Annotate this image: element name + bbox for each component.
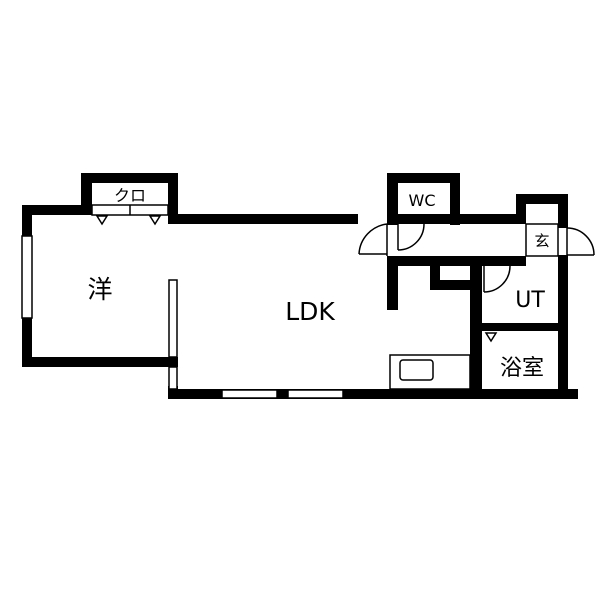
wall-wc-left <box>387 173 398 225</box>
bath-door-triangle <box>484 332 498 343</box>
window-ldk-bottom-2 <box>287 389 344 399</box>
wall-closet-top <box>81 173 178 183</box>
door-ldk-swing <box>358 223 388 255</box>
door-entrance-swing <box>566 227 595 256</box>
room-label-bathroom: 浴室 <box>500 356 544 381</box>
doors <box>358 223 595 293</box>
closet-door-right <box>148 215 162 226</box>
entrance-step <box>525 223 559 257</box>
wall-wc-top <box>387 173 460 183</box>
closet-doors <box>95 205 162 226</box>
wall-closet-right <box>168 173 178 223</box>
window-ldk-bottom-1 <box>221 389 278 399</box>
wall-western-bottom <box>22 357 178 367</box>
window-ldk-left <box>168 366 178 390</box>
room-label-entrance: 玄 <box>534 232 549 250</box>
wall-ldk-bottom <box>168 389 578 399</box>
room-label-ldk: LDK <box>285 297 335 326</box>
wall-corridor-top <box>398 214 516 224</box>
wall-entrance-left <box>516 194 526 224</box>
room-label-utility: UT <box>515 288 545 313</box>
wall-western-top <box>22 205 92 215</box>
door-wc-swing <box>397 223 425 251</box>
wall-ut-bath-divider <box>482 323 558 331</box>
wall-closet-left <box>81 173 92 215</box>
room-label-closet: クロ <box>114 186 146 205</box>
wall-kitchen-horizontal <box>430 280 480 290</box>
wall-ldk-top <box>168 214 358 224</box>
room-label-toilet: WC <box>409 191 436 210</box>
wall-ldk-divider <box>387 256 398 310</box>
bath-door <box>484 332 498 343</box>
kitchen-sink <box>399 359 434 381</box>
kitchen-counter <box>389 354 471 390</box>
wall-entrance-top <box>516 194 568 204</box>
window-western-left <box>21 235 33 319</box>
wall-corridor-bottom <box>398 256 526 266</box>
door-ut-swing <box>483 265 511 293</box>
window-western-right <box>168 279 178 358</box>
wall-right-lower <box>558 255 568 399</box>
walls <box>22 173 578 399</box>
room-label-western: 洋 <box>87 275 112 304</box>
wall-entrance-right <box>558 194 568 228</box>
wall-wc-right <box>450 173 460 225</box>
closet-door-left <box>95 215 109 226</box>
wall-kitchen-vertical <box>430 266 440 290</box>
wall-ut-left <box>470 266 482 399</box>
